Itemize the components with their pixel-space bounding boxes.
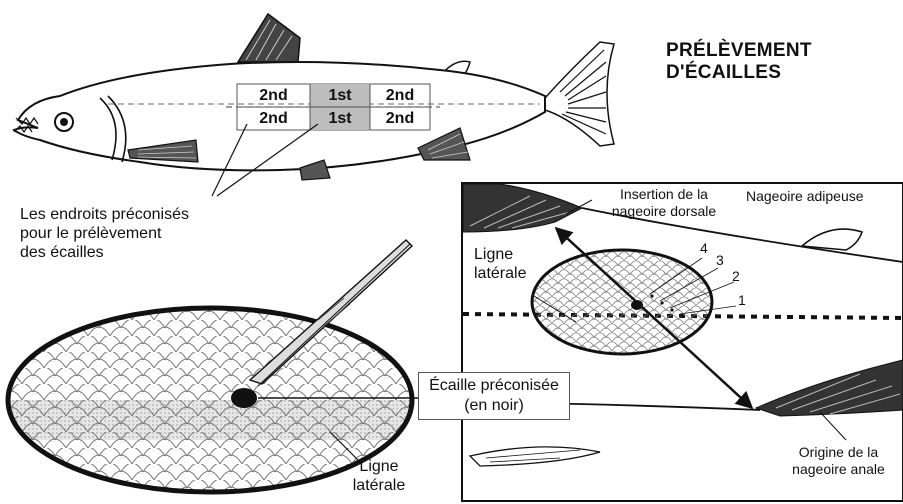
lateral-left-line-2: latérale [344, 477, 414, 496]
scale-row-3: 3 [716, 252, 724, 269]
anal-line-2: nageoire anale [776, 461, 901, 478]
lateral-inset-line-1: Ligne [474, 246, 526, 265]
caption-line-3: des écailles [20, 244, 189, 263]
dorsal-insertion-label: Insertion de la nageoire dorsale [590, 186, 738, 219]
caption-line-2: pour le prélèvement [20, 225, 189, 244]
scale-row-1: 1 [738, 292, 746, 309]
lateral-line-label-left: Ligne latérale [344, 458, 414, 496]
preferred-scale-big [231, 388, 257, 408]
lateral-left-line-1: Ligne [344, 458, 414, 477]
caption-line-1: Les endroits préconisés [20, 206, 189, 225]
callout-line-2: (en noir) [425, 396, 563, 416]
grid-lower-left: 2nd [237, 108, 310, 130]
grid-upper-center: 1st [310, 85, 370, 107]
dorsal-line-2: nageoire dorsale [590, 203, 738, 220]
title-line-2: D'ÉCAILLES [666, 62, 812, 84]
anal-line-1: Origine de la [776, 444, 901, 461]
scale-row-2: 2 [732, 268, 740, 285]
scale-callout: Écaille préconisée (en noir) [418, 372, 570, 420]
grid-lower-center: 1st [310, 108, 370, 130]
recommended-zones-caption: Les endroits préconisés pour le prélèvem… [20, 206, 189, 263]
adipose-fin-label: Nageoire adipeuse [746, 188, 864, 205]
title-line-1: PRÉLÈVEMENT [666, 40, 812, 62]
grid-upper-left: 2nd [237, 85, 310, 107]
callout-line-1: Écaille préconisée [425, 376, 563, 396]
lateral-line-label-inset: Ligne latérale [474, 246, 526, 284]
lateral-inset-line-2: latérale [474, 265, 526, 284]
scale-row-4: 4 [700, 240, 708, 257]
tail-fin [545, 42, 614, 146]
page-title: PRÉLÈVEMENT D'ÉCAILLES [666, 40, 812, 85]
grid-lower-right: 2nd [370, 108, 430, 130]
anal-origin-label: Origine de la nageoire anale [776, 444, 901, 477]
dorsal-line-1: Insertion de la [590, 186, 738, 203]
grid-upper-right: 2nd [370, 85, 430, 107]
